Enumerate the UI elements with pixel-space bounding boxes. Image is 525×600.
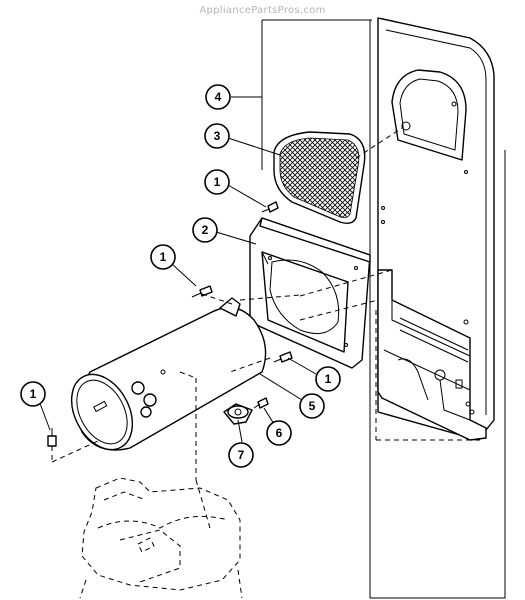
callout-7: 7	[228, 442, 254, 468]
callout-3: 3	[204, 123, 230, 149]
screw-duct-top	[191, 285, 213, 298]
callout-label: 6	[276, 426, 283, 440]
screw-tube-end	[47, 428, 57, 447]
callout-2: 2	[192, 217, 218, 243]
callout-label: 5	[309, 399, 316, 413]
rear-panel	[261, 17, 506, 599]
callout-label: 1	[325, 372, 332, 386]
callout-4: 4	[205, 84, 231, 110]
screw-thermostat	[253, 397, 269, 409]
callout-1-duct-top: 1	[150, 244, 176, 270]
exhaust-duct	[70, 297, 267, 451]
screw-duct-side	[273, 351, 293, 363]
callout-label: 1	[214, 175, 221, 189]
callout-label: 4	[215, 90, 222, 104]
callout-label: 1	[160, 250, 167, 264]
callout-1-duct-side: 1	[315, 366, 341, 392]
callout-6: 6	[266, 420, 292, 446]
thermostat	[223, 403, 253, 425]
watermark: AppliancePartsPros.com	[199, 5, 326, 16]
callout-1-screen: 1	[204, 169, 230, 195]
callout-1-tube-end: 1	[20, 381, 46, 407]
screw-screen	[261, 201, 279, 213]
callout-label: 3	[214, 129, 221, 143]
lint-screen	[273, 131, 366, 225]
callout-5: 5	[299, 393, 325, 419]
callout-label: 2	[202, 223, 209, 237]
callout-label: 7	[238, 448, 245, 462]
blower-housing-ghost	[79, 477, 243, 599]
callout-label: 1	[30, 387, 37, 401]
